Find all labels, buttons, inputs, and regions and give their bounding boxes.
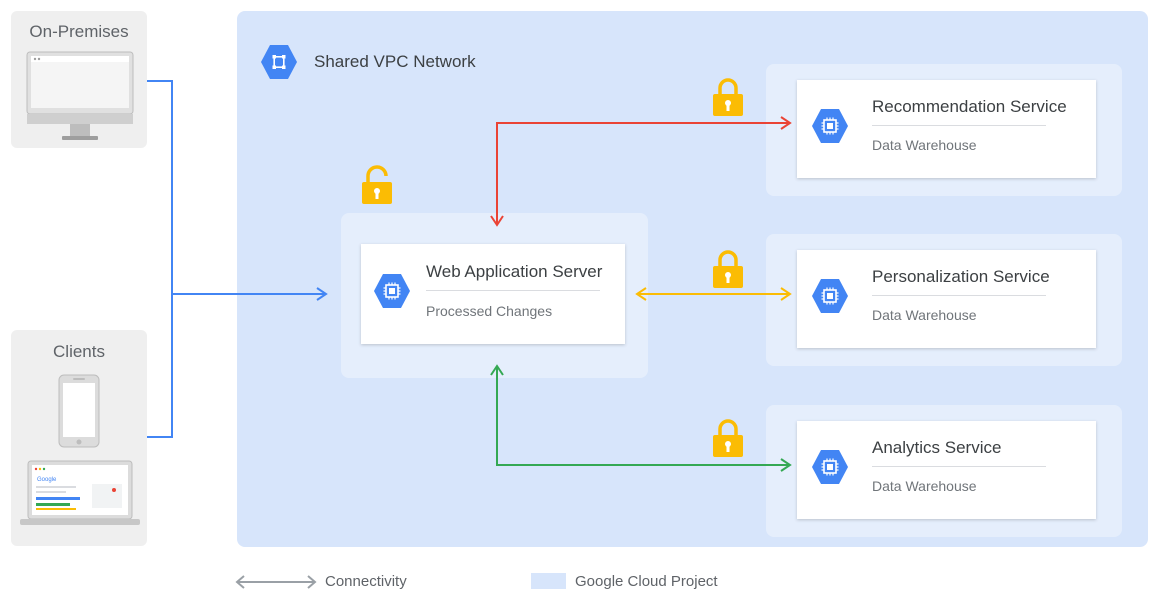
project-legend-swatch (531, 573, 566, 589)
compute-engine-icon (812, 109, 848, 143)
analytics-service-card[interactable]: Analytics Service Data Warehouse (797, 421, 1096, 519)
personalization-divider (872, 295, 1046, 296)
personalization-service-card[interactable]: Personalization Service Data Warehouse (797, 250, 1096, 348)
personalization-title: Personalization Service (872, 267, 1050, 286)
project-legend-label: Google Cloud Project (575, 573, 718, 590)
web-server-divider (426, 290, 600, 291)
web-server-subtitle: Processed Changes (426, 303, 553, 319)
analytics-subtitle: Data Warehouse (872, 478, 977, 494)
desktop-monitor-icon (26, 51, 134, 140)
connectivity-legend-icon (235, 575, 317, 589)
on-premises-link (147, 80, 173, 294)
clients-title: Clients (53, 342, 105, 361)
analytics-divider (872, 466, 1046, 467)
recommendation-title: Recommendation Service (872, 97, 1067, 116)
recommendation-divider (872, 125, 1046, 126)
mobile-phone-icon (58, 374, 100, 448)
connectivity-legend-label: Connectivity (325, 573, 407, 590)
browser-google-logo: Google (37, 477, 57, 483)
shared-vpc-icon (261, 45, 297, 79)
on-premises-panel: On-Premises (11, 11, 147, 148)
clients-link (147, 294, 173, 438)
shared-vpc-title: Shared VPC Network (314, 52, 476, 71)
compute-engine-icon (812, 450, 848, 484)
compute-engine-icon (812, 279, 848, 313)
web-server-title: Web Application Server (426, 262, 603, 281)
analytics-title: Analytics Service (872, 438, 1002, 457)
web-server-card[interactable]: Web Application Server Processed Changes (361, 244, 625, 344)
personalization-subtitle: Data Warehouse (872, 307, 977, 323)
on-premises-title: On-Premises (29, 22, 129, 41)
clients-panel: Clients Google (11, 330, 147, 546)
compute-engine-icon (374, 274, 410, 308)
laptop-icon (20, 460, 140, 525)
recommendation-service-card[interactable]: Recommendation Service Data Warehouse (797, 80, 1096, 178)
recommendation-subtitle: Data Warehouse (872, 137, 977, 153)
